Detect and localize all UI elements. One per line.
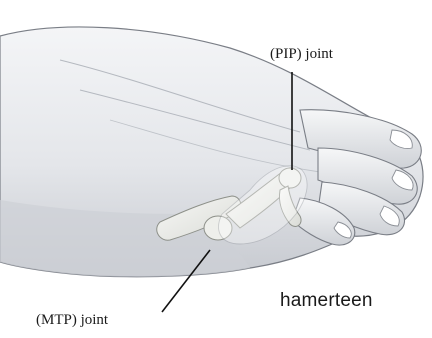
mtp-joint-label: (MTP) joint [36,312,108,329]
diagram-caption: hamerteen [280,290,373,312]
pip-joint-label: (PIP) joint [270,46,333,63]
